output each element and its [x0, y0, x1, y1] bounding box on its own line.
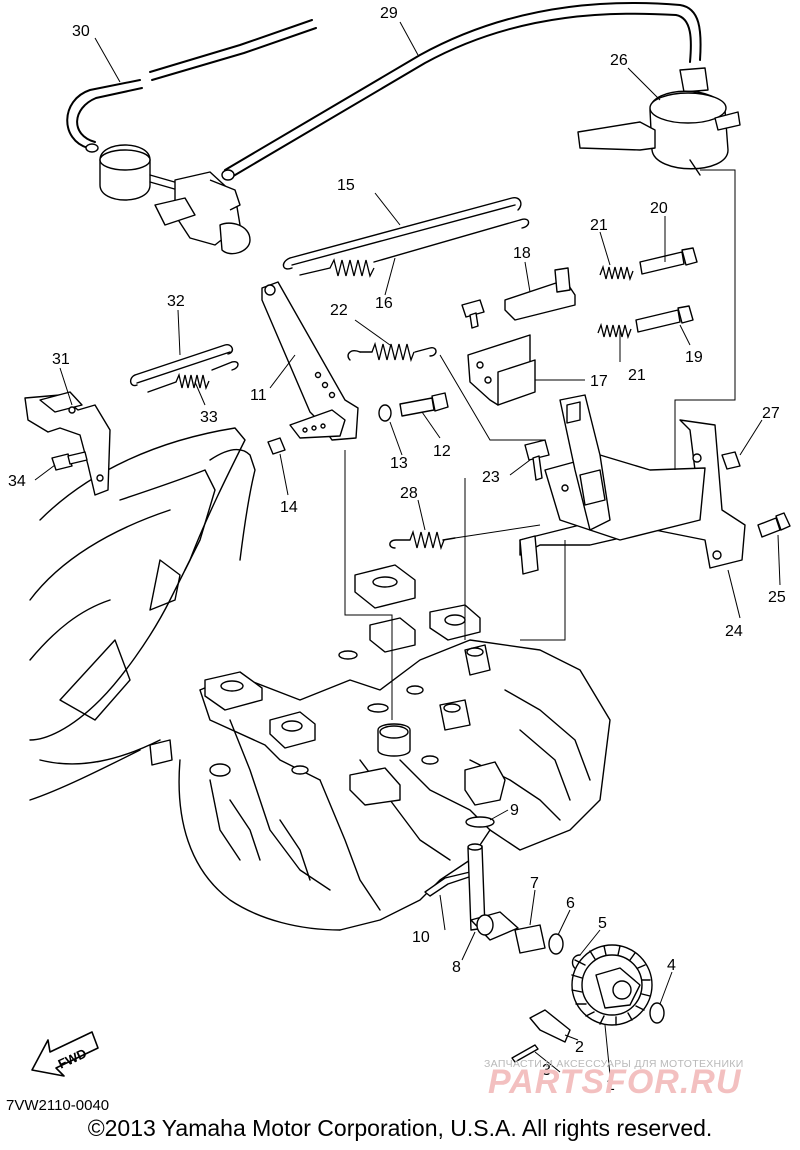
callout-26: 26	[610, 52, 628, 69]
callout-28: 28	[400, 485, 418, 502]
crankcase-housing	[29, 427, 611, 931]
governor-shaft	[467, 843, 519, 941]
control-lever	[261, 281, 359, 441]
callout-numbers: 1 2 3 4 5 6 7 8 9 10 11 12 13 14 15 16 1…	[8, 5, 786, 1094]
roll-pin	[511, 1044, 539, 1063]
callout-15: 15	[337, 177, 355, 194]
collar	[514, 924, 546, 954]
callout-1: 1	[606, 1077, 615, 1094]
callout-3: 3	[542, 1062, 551, 1079]
bracket	[467, 334, 536, 406]
callout-32: 32	[167, 293, 185, 310]
callout-18: 18	[513, 245, 531, 262]
gear-washer	[649, 1002, 665, 1024]
callout-10: 10	[412, 929, 430, 946]
governor-weight	[529, 1009, 571, 1043]
callout-2: 2	[575, 1039, 584, 1056]
compression-spring-upper	[599, 264, 634, 282]
callout-13: 13	[390, 455, 408, 472]
governor-gear	[571, 944, 653, 1026]
watermark-logo: PARTSFOR.RU	[488, 1063, 742, 1101]
callout-24: 24	[725, 623, 743, 640]
governor-bracket	[519, 394, 746, 575]
callout-27: 27	[762, 405, 780, 422]
link-rod-short	[130, 344, 234, 387]
callout-33: 33	[200, 409, 218, 426]
callout-31: 31	[52, 351, 70, 368]
washer	[378, 404, 392, 422]
callout-16: 16	[375, 295, 393, 312]
vacuum-diaphragm	[577, 67, 741, 176]
hex-nut	[721, 451, 741, 470]
callout-7: 7	[530, 875, 539, 892]
adjust-bolt-lower	[635, 305, 694, 333]
cotter-pin	[424, 871, 473, 897]
link-spring	[299, 218, 530, 278]
callout-4: 4	[667, 957, 676, 974]
callout-23: 23	[482, 469, 500, 486]
long-hose	[221, 1, 702, 181]
compression-spring-lower	[597, 322, 632, 340]
pivot-bolt	[399, 392, 449, 417]
callout-8: 8	[452, 959, 461, 976]
callout-6: 6	[566, 895, 575, 912]
flange-bolt	[461, 299, 485, 329]
callout-5: 5	[598, 915, 607, 932]
bracket-bolt-side	[757, 512, 791, 538]
link-rod	[282, 196, 522, 270]
stopper-bracket	[24, 391, 111, 496]
callout-22: 22	[330, 302, 348, 319]
callout-30: 30	[72, 23, 90, 40]
callout-34: 34	[8, 473, 26, 490]
stopper-bolt	[51, 451, 88, 471]
support-plate	[504, 267, 576, 321]
callout-11: 11	[250, 387, 267, 404]
callout-12: 12	[433, 443, 451, 460]
callout-19: 19	[685, 349, 703, 366]
link-spring-short	[147, 360, 239, 393]
nut	[267, 437, 286, 455]
callout-29: 29	[380, 5, 398, 22]
return-spring	[347, 341, 437, 363]
bracket-bolt	[524, 439, 550, 481]
vent-valve-assembly	[85, 143, 251, 255]
callout-20: 20	[650, 200, 668, 217]
callout-17: 17	[590, 373, 608, 390]
callout-21b: 21	[628, 367, 646, 384]
vent-hose	[66, 19, 317, 149]
copyright-notice: ©2013 Yamaha Motor Corporation, U.S.A. A…	[87, 1115, 713, 1141]
adjust-bolt-upper	[639, 247, 698, 275]
forward-arrow-icon: FWD	[31, 1031, 99, 1077]
watermark-subtitle: ЗАПЧАСТИ И АКСЕССУАРЫ ДЛЯ МОТОТЕХНИКИ	[484, 1058, 744, 1070]
callout-14: 14	[280, 499, 298, 516]
callout-9: 9	[510, 802, 519, 819]
callout-25: 25	[768, 589, 786, 606]
callout-21a: 21	[590, 217, 608, 234]
leader-lines	[34, 21, 781, 1076]
document-code: 7VW2110-0040	[6, 1097, 110, 1114]
thrust-washer	[465, 816, 495, 828]
governor-spring	[389, 529, 456, 551]
washer-6	[548, 933, 564, 955]
